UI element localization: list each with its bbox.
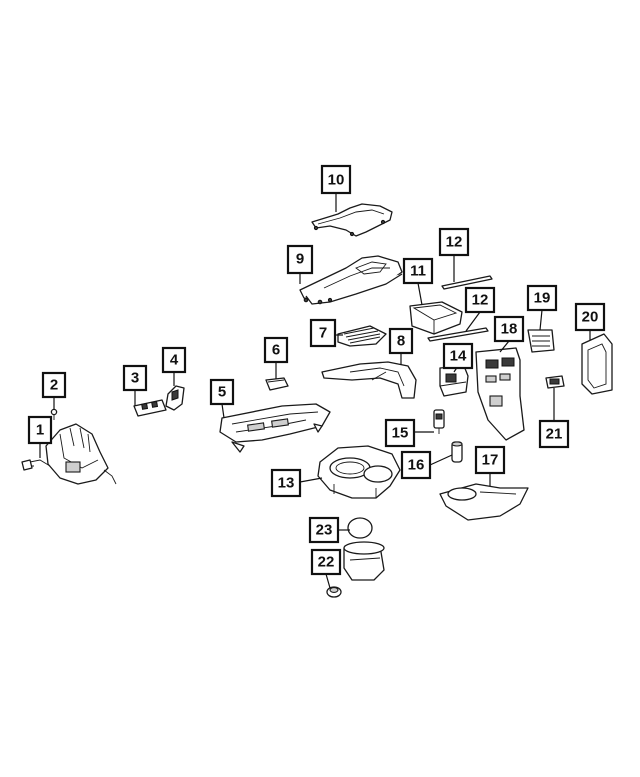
callout-label: 4: [170, 352, 179, 369]
part-16-power-outlet: [451, 441, 463, 463]
callout-label: 20: [582, 309, 599, 326]
part-18-rear-panel: [475, 347, 525, 441]
callout-15: 15: [384, 418, 416, 448]
part-14-power-module: [439, 365, 469, 397]
part-13-cupholder-housing: [317, 445, 401, 499]
callout-11: 11: [402, 257, 434, 285]
part-22-grommet: [326, 586, 342, 598]
callout-4: 4: [161, 346, 187, 374]
part-5-shifter-bezel: [219, 403, 331, 453]
callout-label: 10: [328, 172, 345, 189]
callout-23: 23: [308, 516, 340, 544]
callout-label: 13: [278, 475, 295, 492]
part-9-console-top-panel: [299, 255, 403, 305]
callout-12-upper: 12: [438, 227, 470, 257]
callout-label: 14: [450, 348, 467, 365]
part-21-small-switch: [545, 375, 565, 389]
callout-1: 1: [27, 415, 53, 445]
part-12-trim-strip-lower: [427, 327, 489, 342]
callout-label: 17: [482, 452, 499, 469]
callout-5: 5: [209, 378, 235, 406]
part-1-shifter-assembly: [21, 423, 117, 485]
callout-label: 9: [296, 251, 304, 268]
callout-13: 13: [270, 468, 302, 498]
part-23-cup-insert: [343, 517, 385, 581]
callout-6: 6: [263, 336, 289, 364]
part-8-side-trim: [321, 361, 417, 399]
callout-label: 1: [36, 422, 44, 439]
callout-3: 3: [122, 364, 148, 392]
part-20-trim-frame: [581, 333, 613, 395]
callout-7: 7: [309, 318, 337, 348]
callout-label: 19: [534, 290, 551, 307]
callout-label: 22: [318, 554, 335, 571]
callout-label: 6: [272, 342, 280, 359]
part-10-bezel-trim: [311, 203, 393, 237]
callout-label: 8: [397, 333, 405, 350]
callout-label: 12: [446, 234, 463, 251]
callout-20: 20: [574, 302, 606, 332]
callout-label: 21: [546, 426, 563, 443]
callout-label: 7: [319, 325, 327, 342]
part-17-lower-tray: [439, 483, 529, 521]
callout-22: 22: [310, 548, 342, 576]
callout-14: 14: [442, 342, 474, 370]
part-11-storage-bin: [409, 301, 463, 335]
callout-label: 12: [472, 292, 489, 309]
callout-18: 18: [493, 315, 525, 343]
part-6-small-tray: [265, 377, 289, 391]
callout-19: 19: [526, 284, 558, 312]
callout-10: 10: [320, 164, 352, 195]
callout-label: 2: [50, 377, 58, 394]
callout-label: 18: [501, 321, 518, 338]
callout-12-lower: 12: [464, 286, 496, 314]
leader-lines: [39, 193, 591, 589]
callout-21: 21: [538, 419, 570, 449]
callout-17: 17: [474, 445, 506, 475]
part-3-switch-module: [133, 399, 167, 417]
callout-label: 15: [392, 425, 409, 442]
callout-label: 5: [218, 384, 226, 401]
callout-label: 23: [316, 522, 333, 539]
part-2-screw: [50, 408, 58, 420]
callout-2: 2: [41, 371, 67, 399]
callout-8: 8: [388, 327, 414, 355]
part-7-rubber-mat: [337, 325, 387, 347]
part-12-trim-strip-upper: [441, 275, 493, 290]
part-19-vent: [527, 329, 555, 353]
callout-16: 16: [400, 450, 432, 480]
part-15-connector: [433, 409, 445, 434]
part-4-bracket: [165, 385, 185, 411]
callout-label: 11: [410, 263, 426, 280]
callout-label: 16: [408, 457, 425, 474]
callout-9: 9: [286, 244, 314, 275]
callout-label: 3: [131, 370, 139, 387]
